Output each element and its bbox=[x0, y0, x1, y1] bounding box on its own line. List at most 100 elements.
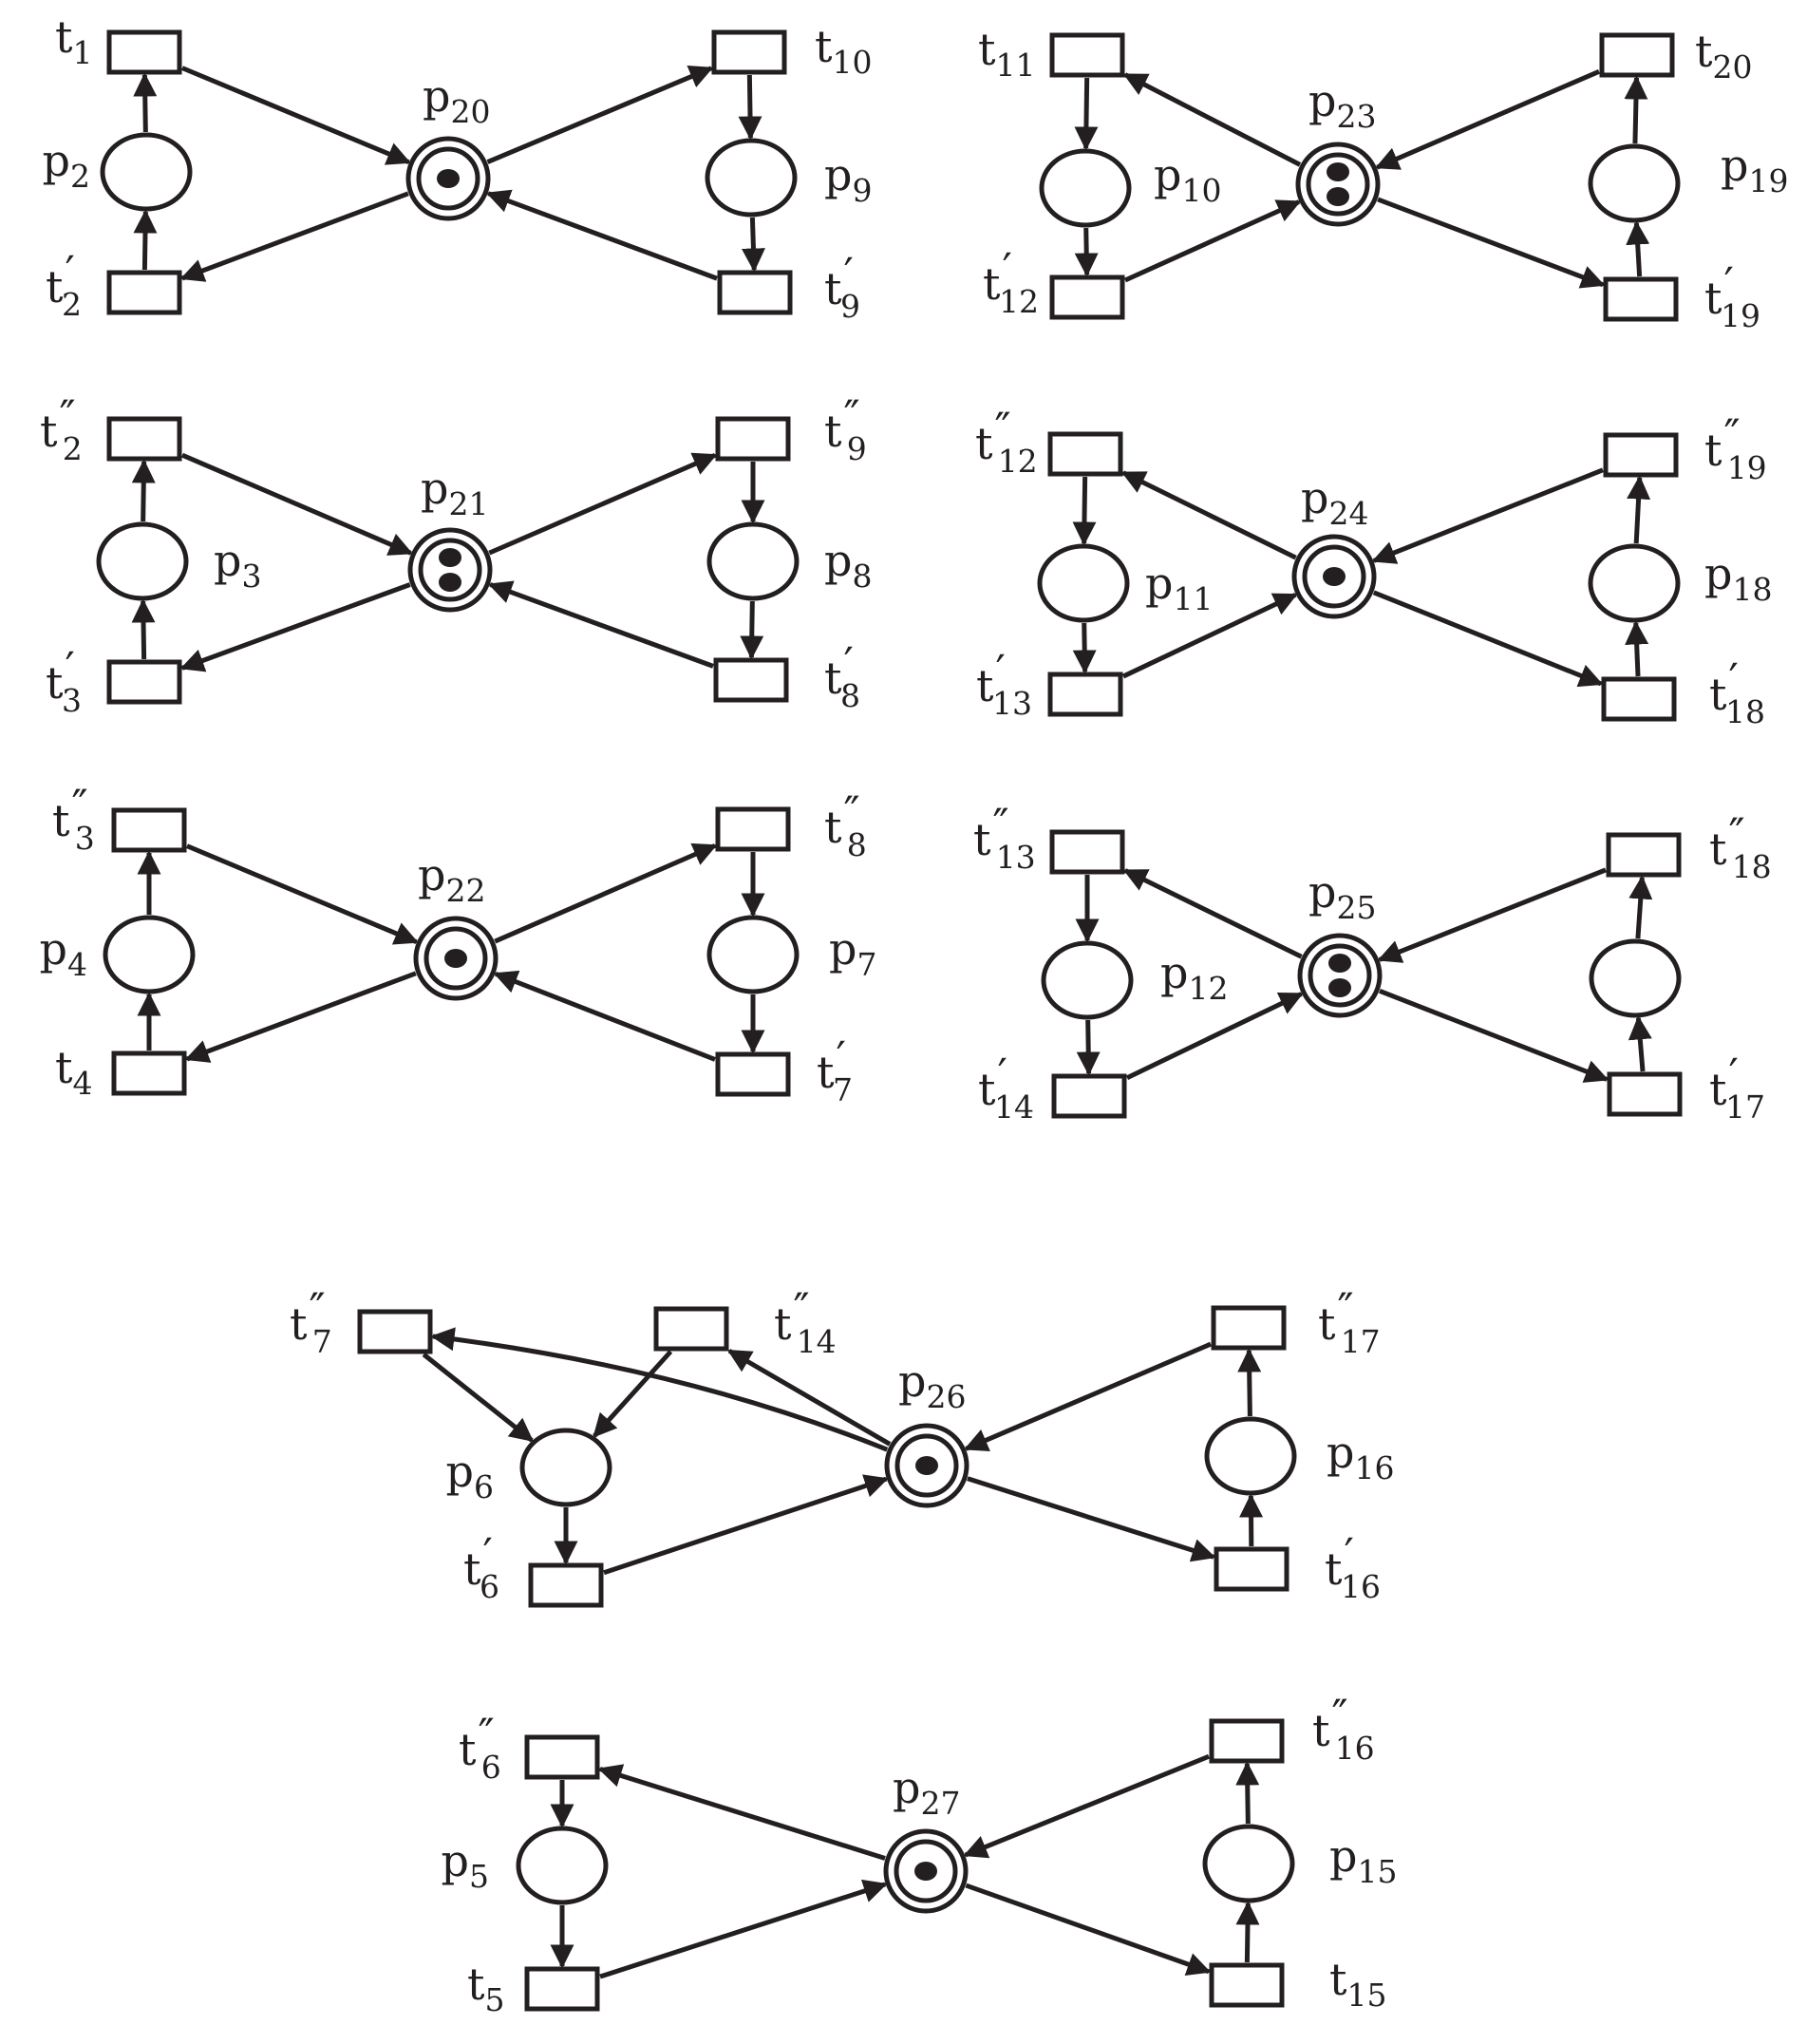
label-t14p-sub: 14 bbox=[994, 1088, 1034, 1126]
label-t19pp-prime: ″ bbox=[1724, 409, 1741, 461]
place-p9 bbox=[705, 138, 798, 218]
label-t16pp-prime: ″ bbox=[1332, 1690, 1348, 1741]
arc-t2pp-to-p21 bbox=[181, 452, 413, 556]
label-t4: t4 bbox=[55, 1042, 93, 1102]
label-p7: p7 bbox=[829, 923, 876, 983]
label-p10: p10 bbox=[1154, 149, 1221, 209]
arc-t3pp-to-p22 bbox=[186, 843, 419, 945]
arc-p26-to-t14pp bbox=[726, 1349, 892, 1447]
label-p21-sub: 21 bbox=[448, 485, 488, 522]
arc-t9p-to-p20 bbox=[485, 189, 718, 281]
transition-t18p bbox=[1601, 676, 1677, 722]
label-t2p-base: t bbox=[46, 261, 64, 312]
label-p9-sub: 9 bbox=[852, 172, 872, 209]
arc-t7pp-to-p6 bbox=[422, 1353, 535, 1443]
label-p9-base: p bbox=[824, 149, 852, 200]
place-p23-inner-ring bbox=[1306, 152, 1370, 217]
label-t7p-sub: 7 bbox=[833, 1071, 853, 1108]
label-p27-sub: 27 bbox=[920, 1785, 960, 1822]
label-t18pp-sub: 18 bbox=[1732, 848, 1772, 885]
label-p21-base: p bbox=[421, 463, 448, 514]
label-t12p-prime: ′ bbox=[1003, 243, 1012, 294]
transition-t16pp bbox=[1209, 1718, 1285, 1764]
label-p7-base: p bbox=[829, 923, 856, 975]
arc-t13p-to-p24 bbox=[1121, 592, 1298, 679]
label-t18p-sub: 18 bbox=[1725, 693, 1765, 730]
arc-layer bbox=[131, 65, 1653, 1979]
label-t10-sub: 10 bbox=[833, 44, 873, 81]
label-p23: p23 bbox=[1308, 75, 1376, 135]
arc-t12p-to-p23 bbox=[1123, 199, 1302, 283]
token-p21-1 bbox=[439, 548, 461, 567]
token-p23-1 bbox=[1327, 162, 1349, 181]
label-p4-sub: 4 bbox=[67, 946, 87, 983]
label-p23-sub: 23 bbox=[1336, 98, 1376, 135]
label-p5-sub: 5 bbox=[469, 1858, 489, 1895]
label-t7pp: t″7 bbox=[290, 1283, 332, 1360]
arc-p27-to-t6pp bbox=[597, 1764, 886, 1861]
label-t20: t20 bbox=[1695, 26, 1753, 85]
place-p15 bbox=[1202, 1824, 1295, 1903]
label-p21: p21 bbox=[421, 463, 488, 522]
token-p20-1 bbox=[437, 169, 460, 188]
label-t20-base: t bbox=[1695, 26, 1713, 77]
label-t8pp: t″8 bbox=[824, 786, 867, 863]
label-t15: t15 bbox=[1329, 1954, 1387, 2014]
arc-t14p-to-p25 bbox=[1125, 992, 1304, 1081]
label-p8-sub: 8 bbox=[852, 558, 872, 595]
arc-p23-to-t11 bbox=[1122, 72, 1302, 167]
label-t2p: t′2 bbox=[46, 246, 82, 323]
label-p20-sub: 20 bbox=[450, 93, 490, 130]
label-p11-base: p bbox=[1145, 558, 1173, 609]
transition-t8p bbox=[713, 657, 789, 703]
label-t19p: t′19 bbox=[1704, 257, 1760, 334]
label-t10: t10 bbox=[815, 21, 873, 81]
label-t8pp-prime: ″ bbox=[844, 786, 860, 838]
label-t14p: t′14 bbox=[978, 1049, 1034, 1126]
label-t3p-base: t bbox=[46, 657, 64, 709]
transition-t6p bbox=[528, 1562, 604, 1608]
label-p18-base: p bbox=[1704, 548, 1732, 599]
label-p6-base: p bbox=[446, 1446, 474, 1497]
arc-t12pp-to-p11 bbox=[1072, 476, 1097, 546]
transition-t7p bbox=[715, 1051, 791, 1097]
label-t14p-prime: ′ bbox=[998, 1049, 1007, 1100]
label-t16p-prime: ′ bbox=[1345, 1528, 1354, 1580]
place-p10 bbox=[1039, 148, 1132, 228]
label-t3p-sub: 3 bbox=[62, 682, 82, 719]
transition-t3pp bbox=[111, 807, 187, 853]
label-t9pp: t″9 bbox=[824, 390, 867, 467]
label-t5-base: t bbox=[467, 1959, 485, 2010]
arc-p26-to-t16p bbox=[967, 1476, 1216, 1562]
transition-t16p bbox=[1214, 1546, 1289, 1592]
label-p24: p24 bbox=[1301, 472, 1368, 532]
label-p20: p20 bbox=[423, 70, 490, 130]
token-p27-1 bbox=[914, 1862, 937, 1881]
arc-t7p-to-p22 bbox=[493, 970, 716, 1062]
arc-p12-to-t14p bbox=[1076, 1019, 1101, 1076]
label-p3: p3 bbox=[214, 535, 261, 595]
label-p26-sub: 26 bbox=[926, 1378, 966, 1415]
label-t3pp: t″3 bbox=[52, 780, 95, 857]
label-t19p-base: t bbox=[1704, 273, 1722, 324]
label-p24-sub: 24 bbox=[1328, 495, 1368, 532]
label-t11-sub: 11 bbox=[996, 47, 1036, 84]
label-t17pp-base: t bbox=[1318, 1298, 1336, 1350]
arc-p20-to-t10 bbox=[486, 65, 714, 164]
label-t5: t5 bbox=[467, 1959, 505, 2018]
label-t13p-base: t bbox=[976, 660, 994, 711]
transition-t11 bbox=[1049, 32, 1125, 78]
label-t4-base: t bbox=[55, 1042, 73, 1093]
label-t13p: t′13 bbox=[976, 645, 1032, 722]
transition-t14pp bbox=[653, 1306, 729, 1352]
label-p22-base: p bbox=[418, 849, 445, 900]
label-p3-base: p bbox=[214, 535, 241, 586]
place-p21-inner-ring bbox=[418, 538, 482, 602]
label-t2pp: t″2 bbox=[40, 390, 83, 467]
label-t16p: t′16 bbox=[1325, 1528, 1381, 1605]
label-t12pp-sub: 12 bbox=[998, 443, 1038, 480]
label-p18: p18 bbox=[1704, 548, 1772, 608]
label-p4: p4 bbox=[40, 923, 87, 983]
arc-p22-to-t4 bbox=[184, 971, 417, 1063]
